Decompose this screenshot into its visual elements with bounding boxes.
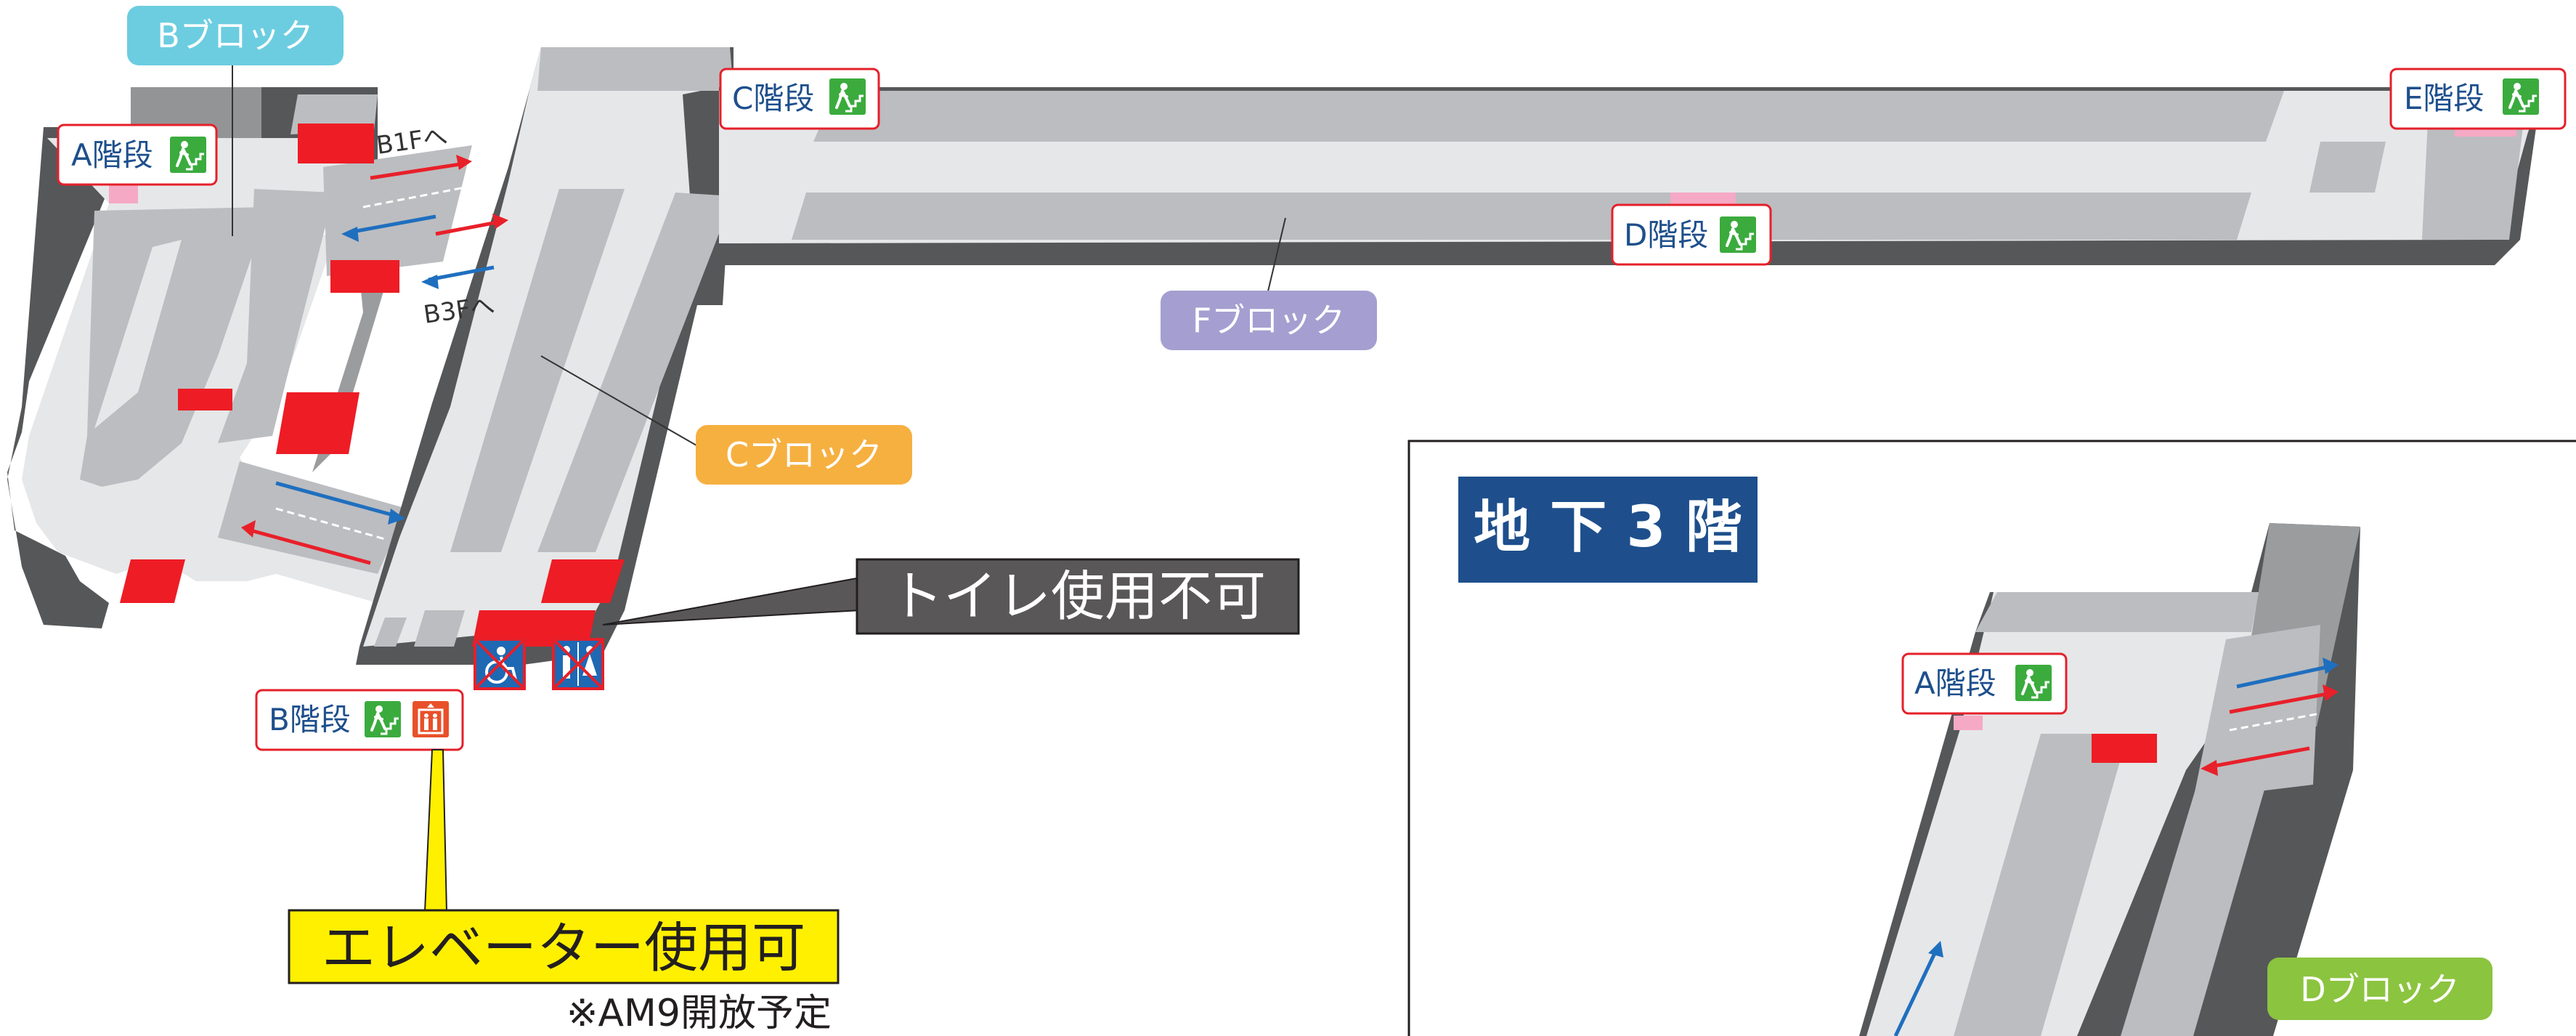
- toilet-unavailable-notice: トイレ使用不可: [602, 558, 1300, 635]
- stair-label-a-upper-text: A階段: [71, 137, 153, 173]
- b3-floor-inset: 地 下 3 階 A階段 Dブロック: [1407, 440, 2576, 1036]
- block-label-b: Bブロック: [127, 6, 344, 65]
- stair-label-a-lower-text: A階段: [1914, 665, 1996, 701]
- stair-label-a-upper: A階段: [57, 124, 218, 186]
- toilet-unavailable-text: トイレ使用不可: [890, 565, 1266, 628]
- upper-floor-structure: [7, 47, 2542, 665]
- opening-note: ※AM9開放予定: [566, 992, 832, 1035]
- arrow-to-b1f: [370, 161, 466, 180]
- block-label-c-text: Cブロック: [726, 435, 882, 474]
- stair-label-c-text: C階段: [732, 81, 814, 116]
- block-label-f-text: Fブロック: [1192, 301, 1345, 340]
- floor-title-badge: [1458, 477, 1758, 583]
- restroom-icon: [552, 638, 604, 690]
- stair-label-d-text: D階段: [1624, 217, 1708, 253]
- stair-label-e-text: E階段: [2404, 81, 2484, 116]
- block-label-d: Dブロック: [2267, 958, 2492, 1020]
- block-label-b-text: Bブロック: [157, 16, 314, 55]
- elevator-available-text: エレベーター使用可: [322, 917, 805, 979]
- floor-title: 地 下 3 階: [1474, 495, 1742, 560]
- stair-icon: [828, 77, 867, 116]
- stair-label-b: B階段: [255, 689, 464, 751]
- stair-label-a-lower: A階段: [1901, 652, 2068, 715]
- stair-label-c: C階段: [719, 68, 880, 130]
- stair-label-d: D階段: [1611, 203, 1772, 266]
- stair-icon: [2501, 77, 2540, 116]
- stair-icon: [168, 135, 208, 174]
- block-label-f: Fブロック: [1161, 291, 1377, 350]
- elevator-available-notice: エレベーター使用可: [288, 749, 840, 984]
- elevator-icon: [411, 700, 450, 739]
- stair-icon: [363, 700, 402, 739]
- stair-icon: [1718, 215, 1758, 254]
- stair-icon: [2014, 663, 2053, 703]
- stair-label-b-text: B階段: [269, 702, 351, 737]
- block-label-c: Cブロック: [696, 425, 912, 485]
- block-label-d-text: Dブロック: [2300, 970, 2459, 1009]
- stair-label-e: E階段: [2389, 68, 2567, 130]
- accessible-toilet-icon: [474, 638, 526, 690]
